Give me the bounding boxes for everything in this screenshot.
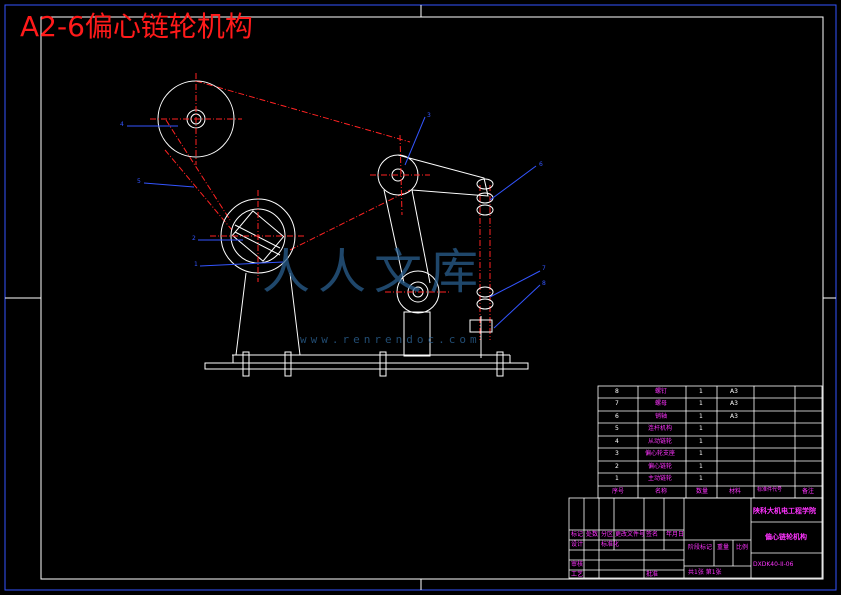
- part-qty: 1: [699, 388, 703, 395]
- weight-label: 重量: [717, 544, 730, 551]
- role-review: 审核: [571, 561, 584, 568]
- part-qty: 1: [699, 475, 703, 482]
- role-approve: 批准: [646, 571, 659, 578]
- callout-1: 1: [194, 261, 198, 268]
- role-design: 设计: [571, 541, 584, 548]
- part-qty: 1: [699, 400, 703, 407]
- pin-rod-assembly: [469, 178, 494, 358]
- part-name: 主动链轮: [648, 475, 673, 482]
- part-material: A3: [730, 413, 738, 420]
- part-no: 4: [615, 438, 619, 445]
- header-name: 名称: [655, 488, 668, 495]
- part-name: 从动链轮: [648, 438, 673, 445]
- callout-leaders: [127, 116, 541, 329]
- chain-drive: [164, 80, 411, 251]
- part-name: 螺钉: [655, 388, 668, 395]
- role-standard: 标准化: [601, 541, 620, 548]
- title-block-drawing-name: 偏心链轮机构: [765, 533, 807, 541]
- driven-sprocket: [150, 73, 242, 165]
- part-no: 8: [615, 388, 619, 395]
- part-qty: 1: [699, 463, 703, 470]
- part-name: 螺母: [655, 400, 668, 407]
- sheet-info: 共1张 第1张: [688, 569, 722, 576]
- part-qty: 1: [699, 438, 703, 445]
- label-count: 处数: [586, 531, 599, 538]
- parts-list-grid: [597, 385, 823, 499]
- base-plate: [204, 351, 529, 377]
- part-material: A3: [730, 388, 738, 395]
- callout-6: 6: [539, 161, 543, 168]
- watermark-text: 人人文库: [262, 244, 487, 300]
- linkage-arm: [370, 134, 489, 357]
- part-name: 销轴: [655, 413, 668, 420]
- part-name: 偏心轮支座: [645, 450, 676, 457]
- school-name: 陕科大机电工程学院: [753, 507, 816, 515]
- label-date: 年月日: [666, 531, 685, 538]
- label-zone: 分区: [601, 531, 614, 538]
- callout-4: 4: [120, 121, 124, 128]
- drawing-title: A2-6偏心链轮机构: [20, 10, 253, 43]
- header-qty: 数量: [696, 488, 709, 495]
- part-name: 连杆机构: [648, 425, 673, 432]
- callout-5: 5: [137, 178, 141, 185]
- part-no: 3: [615, 450, 619, 457]
- part-qty: 1: [699, 450, 703, 457]
- part-qty: 1: [699, 413, 703, 420]
- title-block-grid: [568, 497, 823, 579]
- label-signature: 签名: [646, 531, 659, 538]
- header-note: 备注: [802, 488, 815, 495]
- part-material: A3: [730, 400, 738, 407]
- part-no: 7: [615, 400, 619, 407]
- label-mark: 标记: [571, 531, 584, 538]
- part-no: 6: [615, 413, 619, 420]
- callout-8: 8: [542, 280, 546, 287]
- part-no: 2: [615, 463, 619, 470]
- watermark-url: www.renrendoc.com: [300, 333, 481, 346]
- header-material: 材料: [729, 488, 742, 495]
- role-process: 工艺: [571, 571, 584, 578]
- callout-7: 7: [542, 265, 546, 272]
- stage-label: 阶段标记: [688, 544, 713, 551]
- drawing-code: DXDK40-II-06: [753, 561, 794, 568]
- header-standard: 标准件代号: [757, 487, 783, 493]
- header-no: 序号: [612, 488, 625, 495]
- part-no: 1: [615, 475, 619, 482]
- part-name: 偏心链轮: [648, 463, 673, 470]
- callout-2: 2: [192, 235, 196, 242]
- part-qty: 1: [699, 425, 703, 432]
- callout-3: 3: [427, 112, 431, 119]
- part-no: 5: [615, 425, 619, 432]
- scale-label: 比例: [736, 544, 749, 551]
- label-change-doc: 更改文件号: [615, 531, 646, 538]
